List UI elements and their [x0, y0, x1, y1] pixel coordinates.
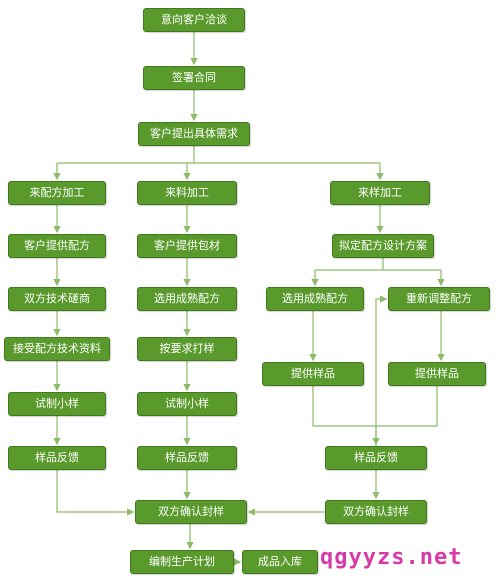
node-accept-tech-docs: 接受配方技术资料 — [4, 337, 110, 361]
node-finished-storage: 成品入库 — [242, 550, 318, 574]
connector-26 — [312, 386, 376, 427]
node-readjust-formula: 重新调整配方 — [388, 287, 490, 311]
node-tech-consultation: 双方技术磋商 — [8, 287, 106, 311]
node-col3-confirm-seal: 双方确认封样 — [325, 500, 427, 524]
node-intent-negotiation: 意向客户洽谈 — [143, 8, 245, 32]
node-col3-provide-sample-a: 提供样品 — [262, 362, 364, 386]
node-customer-packaging: 客户提供包材 — [137, 234, 237, 258]
node-col3-mature-formula: 选用成熟配方 — [266, 287, 364, 311]
node-customer-formula: 客户提供配方 — [8, 234, 106, 258]
node-col3-sample-feedback: 样品反馈 — [325, 446, 427, 470]
node-col2-mature-formula: 选用成熟配方 — [137, 287, 237, 311]
node-col2-sample-feedback: 样品反馈 — [137, 446, 237, 470]
watermark-text: qgyyzs.net — [320, 544, 490, 572]
node-formula-design-plan: 拟定配方设计方案 — [332, 234, 434, 258]
node-customer-demand: 客户提出具体需求 — [138, 122, 250, 146]
node-sign-contract: 签署合同 — [143, 66, 245, 90]
node-col1-trial-sample: 试制小样 — [8, 392, 106, 416]
node-col3-provide-sample-b: 提供样品 — [388, 362, 486, 386]
node-material-processing: 来料加工 — [137, 181, 237, 205]
connector-27 — [376, 386, 438, 427]
node-sample-processing: 来样加工 — [330, 181, 430, 205]
node-confirm-seal: 双方确认封样 — [135, 500, 247, 524]
connector-13 — [56, 470, 135, 516]
node-proofing: 按要求打样 — [137, 337, 237, 361]
connector-31 — [375, 295, 388, 470]
node-formula-processing: 来配方加工 — [8, 181, 106, 205]
node-col1-sample-feedback: 样品反馈 — [8, 446, 106, 470]
node-col2-trial-sample: 试制小样 — [137, 392, 237, 416]
node-production-plan: 编制生产计划 — [130, 550, 234, 574]
